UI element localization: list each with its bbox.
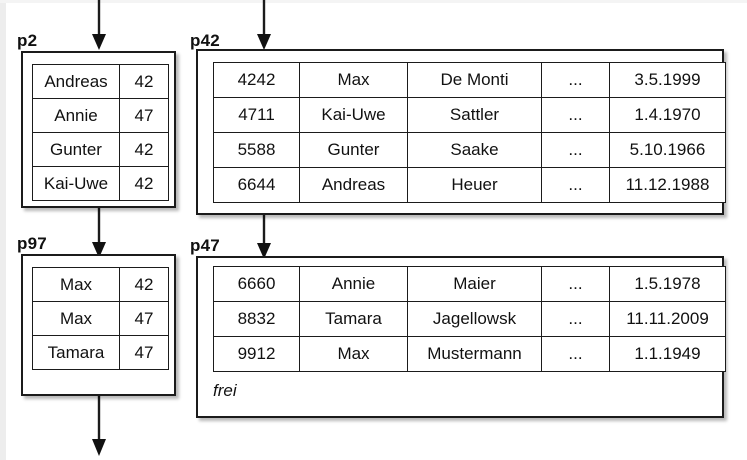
record-id-cell: 9912 (213, 336, 300, 372)
record-more-cell: ... (541, 266, 610, 302)
record-more-cell: ... (541, 132, 610, 168)
arrow-into-p2 (88, 0, 110, 50)
page-label-p2: p2 (17, 31, 38, 50)
record-id-cell: 8832 (213, 301, 300, 337)
record-more-cell: ... (541, 97, 610, 133)
table-row: 4711 Kai-Uwe Sattler ... 1.4.1970 (213, 97, 726, 133)
table-row: Tamara 47 (32, 335, 169, 370)
table-row: Andreas 42 (32, 64, 169, 99)
index-table-p2: Andreas 42 Annie 47 Gunter 42 Kai-Uwe 42 (32, 64, 169, 201)
record-firstname-cell: Tamara (299, 301, 408, 337)
record-date-cell: 5.10.1966 (609, 132, 726, 168)
index-key-cell: Kai-Uwe (32, 166, 120, 201)
page-label-p97: p97 (17, 234, 47, 253)
record-more-cell: ... (541, 167, 610, 203)
record-id-cell: 4711 (213, 97, 300, 133)
index-key-cell: Max (32, 267, 120, 302)
record-more-cell: ... (541, 336, 610, 372)
record-date-cell: 11.12.1988 (609, 167, 726, 203)
index-value-cell: 47 (119, 335, 169, 370)
data-table-p42: 4242 Max De Monti ... 3.5.1999 4711 Kai-… (213, 62, 726, 203)
record-firstname-cell: Andreas (299, 167, 408, 203)
table-row: 5588 Gunter Saake ... 5.10.1966 (213, 132, 726, 168)
table-row: 6644 Andreas Heuer ... 11.12.1988 (213, 167, 726, 203)
record-firstname-cell: Gunter (299, 132, 408, 168)
index-key-cell: Gunter (32, 132, 120, 167)
record-id-cell: 6644 (213, 167, 300, 203)
table-row: 6660 Annie Maier ... 1.5.1978 (213, 266, 726, 302)
table-row: 8832 Tamara Jagellowsk ... 11.11.2009 (213, 301, 726, 337)
page-label-p42: p42 (190, 31, 220, 50)
record-id-cell: 6660 (213, 266, 300, 302)
table-row: Gunter 42 (32, 132, 169, 167)
record-more-cell: ... (541, 301, 610, 337)
table-row: Annie 47 (32, 98, 169, 133)
index-value-cell: 42 (119, 267, 169, 302)
table-row: Kai-Uwe 42 (32, 166, 169, 201)
record-date-cell: 1.1.1949 (609, 336, 726, 372)
record-firstname-cell: Kai-Uwe (299, 97, 408, 133)
arrow-into-p42 (253, 0, 275, 50)
index-value-cell: 42 (119, 166, 169, 201)
arrow-p42-to-p47 (253, 213, 275, 259)
table-row: 9912 Max Mustermann ... 1.1.1949 (213, 336, 726, 372)
record-id-cell: 5588 (213, 132, 300, 168)
record-lastname-cell: Jagellowsk (407, 301, 542, 337)
index-key-cell: Annie (32, 98, 120, 133)
free-space-label-p47: frei (213, 381, 237, 400)
record-lastname-cell: Mustermann (407, 336, 542, 372)
arrow-out-of-p97 (88, 394, 110, 456)
left-edge-strip (0, 0, 6, 460)
record-date-cell: 1.4.1970 (609, 97, 726, 133)
table-row: Max 47 (32, 301, 169, 336)
record-lastname-cell: Saake (407, 132, 542, 168)
record-lastname-cell: Heuer (407, 167, 542, 203)
data-table-p47: 6660 Annie Maier ... 1.5.1978 8832 Tamar… (213, 266, 726, 372)
record-id-cell: 4242 (213, 62, 300, 98)
record-date-cell: 3.5.1999 (609, 62, 726, 98)
record-firstname-cell: Annie (299, 266, 408, 302)
record-lastname-cell: Sattler (407, 97, 542, 133)
index-value-cell: 42 (119, 64, 169, 99)
index-table-p97: Max 42 Max 47 Tamara 47 (32, 267, 169, 370)
record-lastname-cell: Maier (407, 266, 542, 302)
record-date-cell: 11.11.2009 (609, 301, 726, 337)
record-lastname-cell: De Monti (407, 62, 542, 98)
top-edge-strip (0, 0, 747, 3)
index-value-cell: 47 (119, 301, 169, 336)
index-value-cell: 47 (119, 98, 169, 133)
table-row: 4242 Max De Monti ... 3.5.1999 (213, 62, 726, 98)
record-firstname-cell: Max (299, 62, 408, 98)
index-value-cell: 42 (119, 132, 169, 167)
record-more-cell: ... (541, 62, 610, 98)
index-key-cell: Tamara (32, 335, 120, 370)
record-firstname-cell: Max (299, 336, 408, 372)
page-label-p47: p47 (190, 236, 220, 255)
index-key-cell: Andreas (32, 64, 120, 99)
record-date-cell: 1.5.1978 (609, 266, 726, 302)
table-row: Max 42 (32, 267, 169, 302)
index-key-cell: Max (32, 301, 120, 336)
arrow-p2-to-p97 (88, 206, 110, 258)
